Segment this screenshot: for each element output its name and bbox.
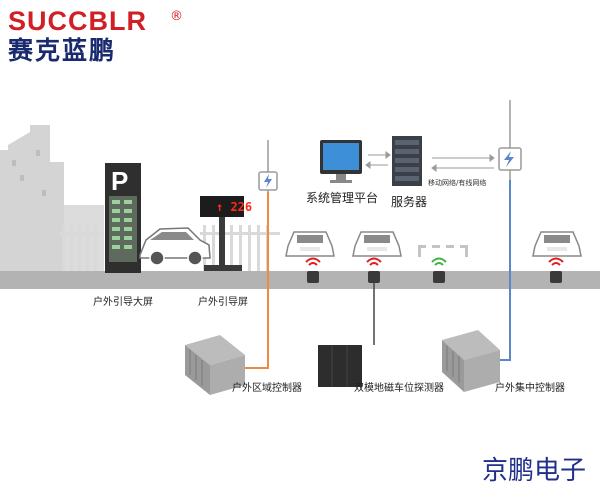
- antenna-tower-left: [258, 140, 278, 272]
- registered-mark: ®: [170, 9, 183, 24]
- suv-car: [139, 227, 211, 266]
- label-outdoor-screen: 户外引导屏: [198, 297, 248, 308]
- led-display-text: ↑ 226: [216, 200, 253, 214]
- antenna-tower-right: [498, 100, 522, 272]
- central-controller-device: [442, 330, 500, 392]
- label-zone-controller: 户外区域控制器: [232, 383, 302, 394]
- label-network: 移动网络/有线网络: [428, 179, 487, 187]
- data-flow-arrows: [365, 151, 495, 172]
- sensor-3: [431, 257, 447, 283]
- orange-connection-line: [242, 272, 269, 369]
- logo-chinese-text: 赛克蓝鹏: [8, 36, 117, 65]
- label-server: 服务器: [391, 195, 428, 209]
- monitor-icon: [320, 140, 362, 183]
- logo-text: SUCCBLR: [8, 6, 147, 36]
- sensor-1: [305, 257, 321, 283]
- outdoor-big-screen: [105, 163, 141, 273]
- zone-controller-device: [185, 335, 245, 395]
- label-detector: 双模地磁车位探测器: [354, 383, 444, 394]
- sensor-2: [366, 257, 382, 283]
- detector-device: [318, 345, 362, 387]
- server-icon: [392, 136, 422, 186]
- label-central-controller: 户外集中控制器: [495, 383, 565, 394]
- road-strip: [0, 271, 600, 289]
- parked-car-3: [532, 231, 582, 257]
- sensor-4: [548, 257, 564, 283]
- parked-car-2: [352, 231, 402, 257]
- label-management-platform: 系统管理平台: [306, 191, 379, 205]
- parking-p-sign: P: [111, 166, 129, 196]
- led-guide-screen: [200, 196, 244, 271]
- label-outdoor-big-screen: 户外引导大屏: [93, 297, 153, 308]
- parked-car-1: [285, 231, 335, 257]
- footer-brand: 京鹏电子: [481, 456, 586, 486]
- empty-parking-space: [418, 245, 468, 257]
